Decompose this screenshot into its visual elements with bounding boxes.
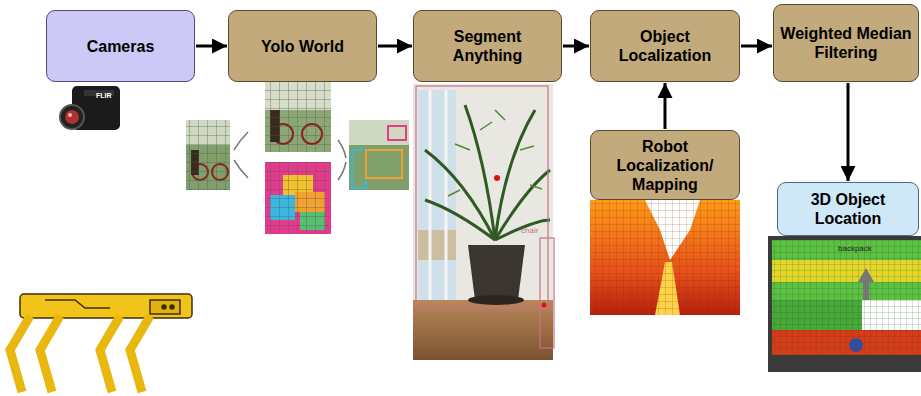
box-label: 3D Object Location	[778, 190, 918, 228]
image-label: chair	[521, 226, 538, 235]
image-label: FLIR	[96, 92, 112, 99]
3d-object-map	[768, 236, 921, 372]
flow-arrow	[664, 83, 667, 129]
flow-arrow	[378, 45, 412, 48]
process-box: Segment Anything	[413, 10, 562, 82]
image-label: backpack	[838, 244, 872, 253]
box-label: Object Localization	[591, 27, 739, 65]
camera-icon	[60, 86, 120, 130]
process-box: Object Localization	[590, 10, 740, 82]
flow-arrow	[196, 45, 227, 48]
occupancy-map	[590, 200, 740, 315]
yolo-illustration	[186, 82, 409, 234]
box-label: Cameras	[81, 37, 161, 56]
flow-arrow	[563, 45, 589, 48]
box-label: Yolo World	[255, 37, 350, 56]
process-box: 3D Object Location	[777, 182, 919, 236]
box-label: Robot Localization/ Mapping	[591, 137, 739, 194]
flow-arrow	[847, 83, 850, 181]
robot-dog	[10, 294, 192, 392]
box-label: Segment Anything	[414, 27, 561, 65]
process-box: Yolo World	[228, 10, 377, 82]
flow-arrow	[741, 45, 772, 48]
process-box: Robot Localization/ Mapping	[590, 130, 740, 200]
process-box: Cameras	[46, 10, 195, 82]
segmentation-photo	[413, 84, 554, 360]
box-label: Weighted Median Filtering	[774, 24, 918, 62]
process-box: Weighted Median Filtering	[773, 4, 919, 82]
